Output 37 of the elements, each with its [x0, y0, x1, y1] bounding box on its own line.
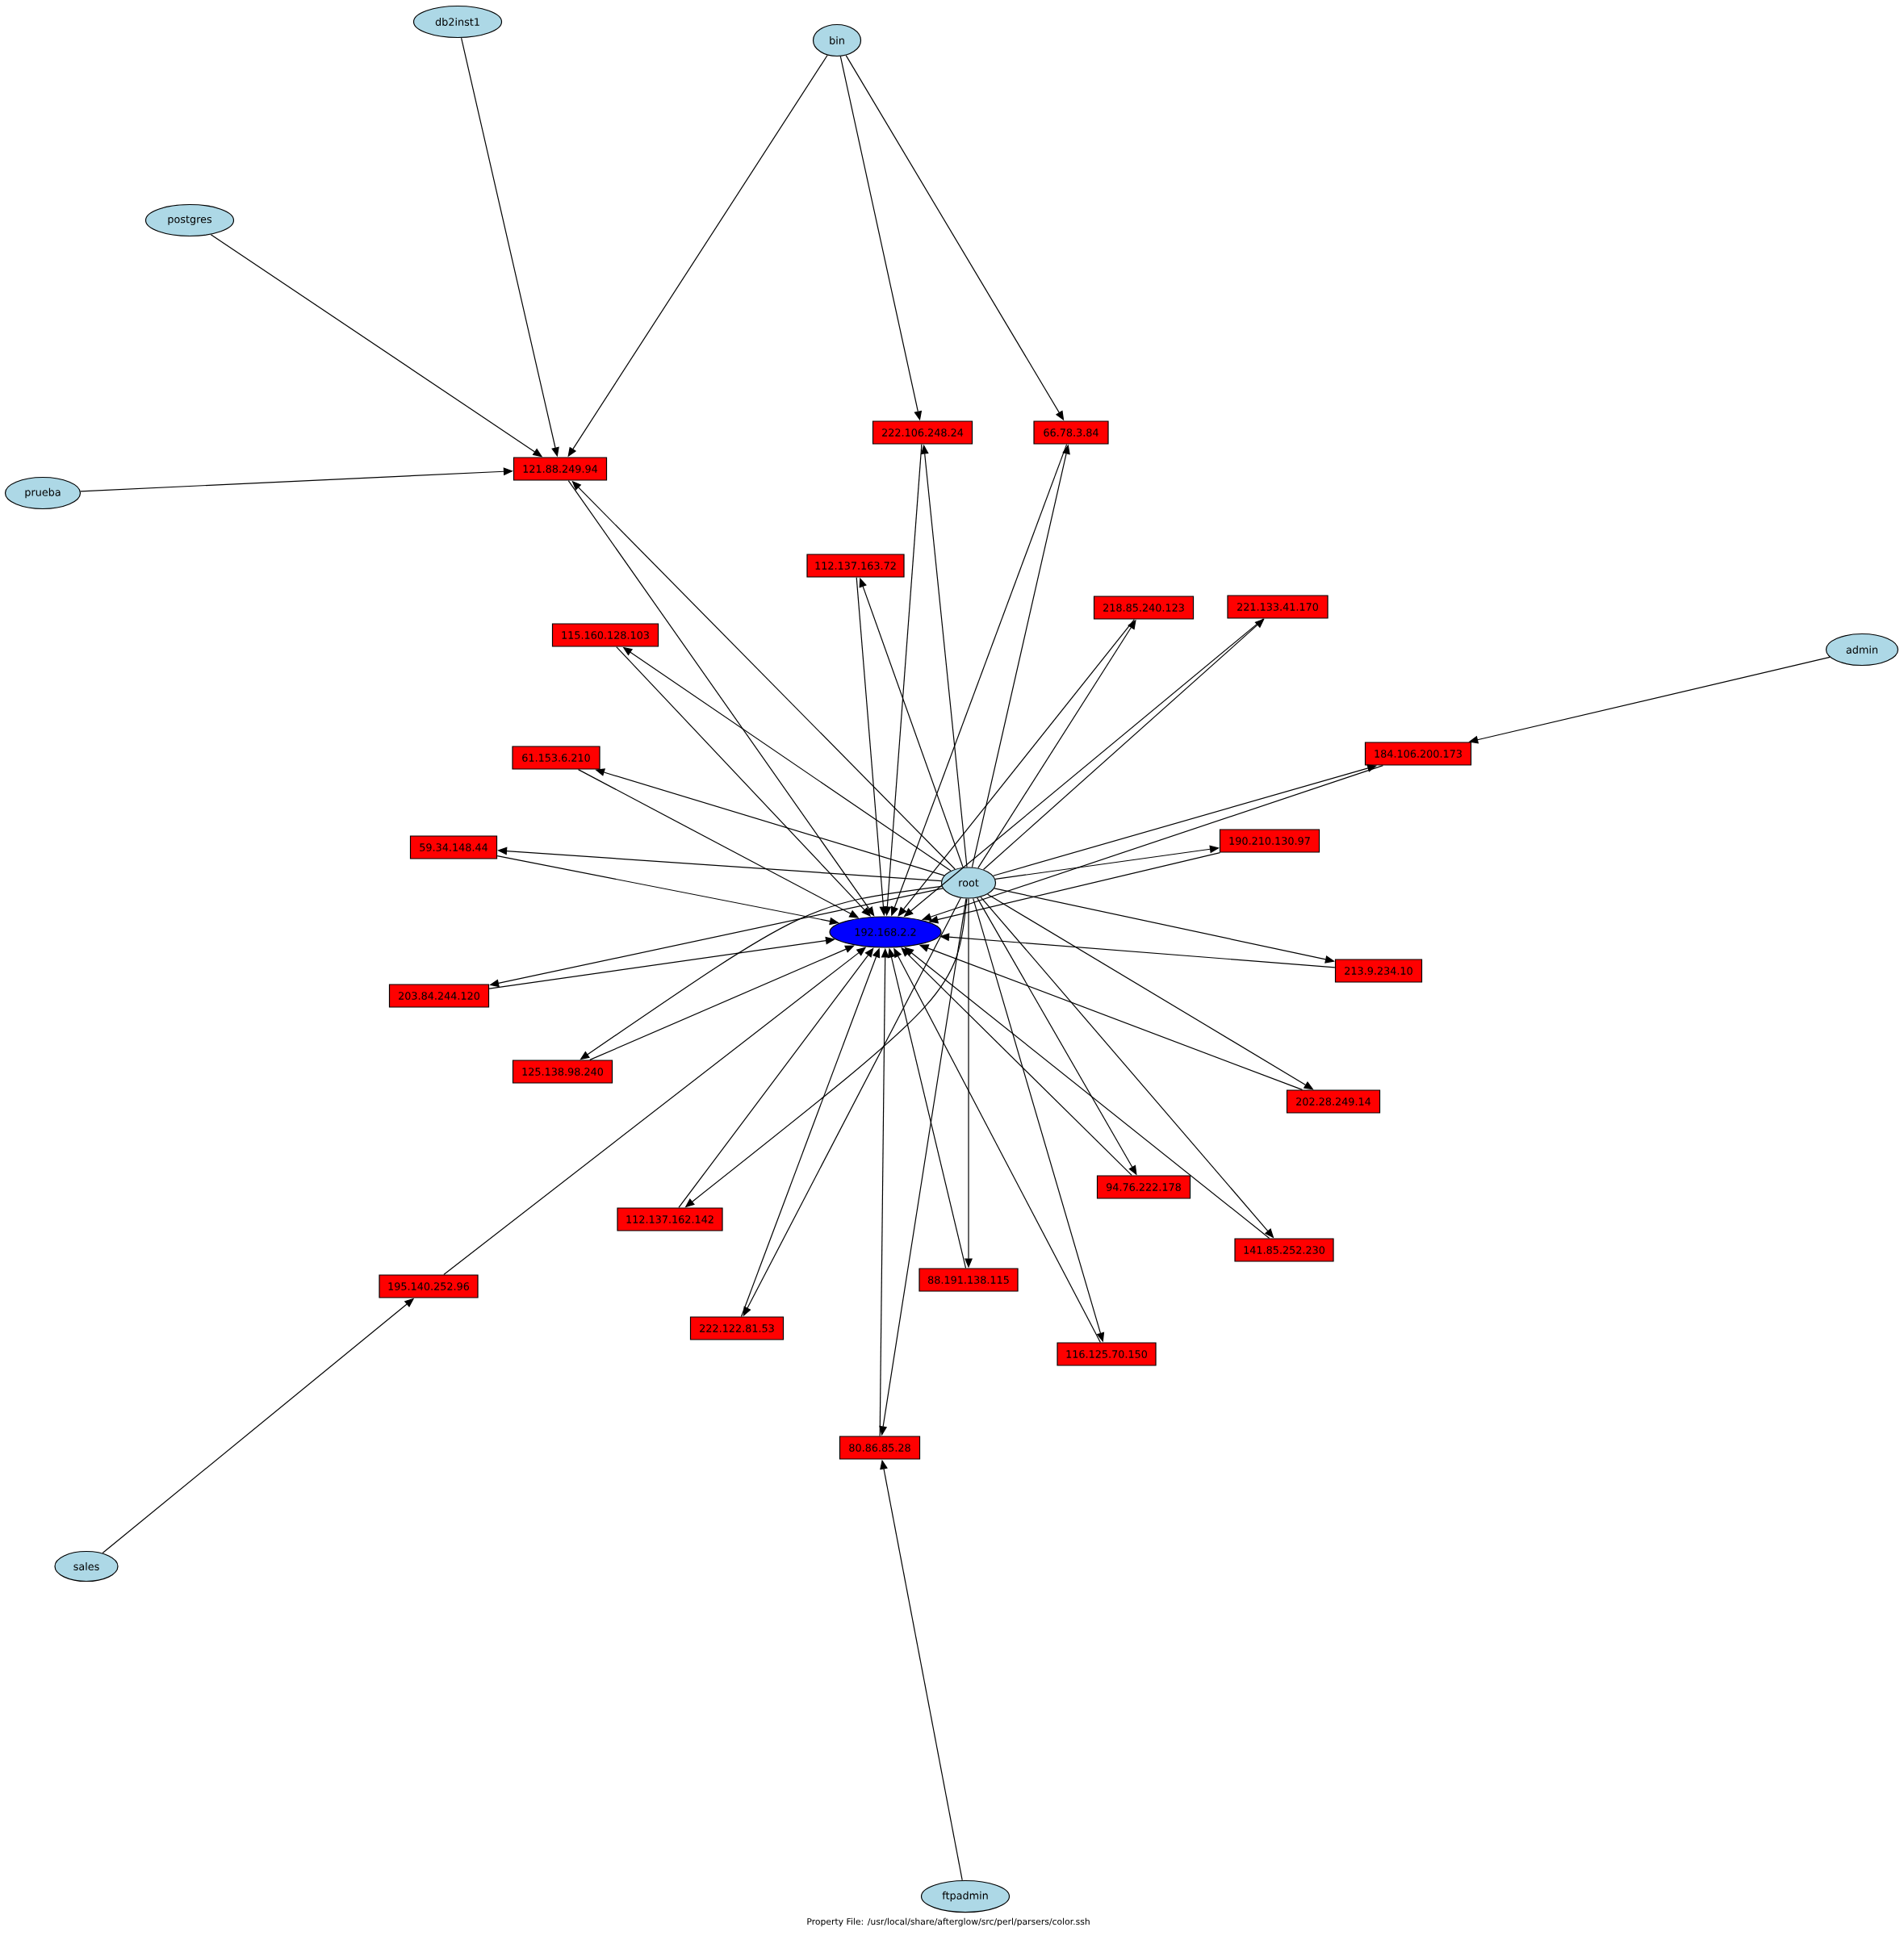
- ellipse-node: admin: [1825, 633, 1899, 667]
- address-box: 121.88.249.94: [513, 457, 608, 481]
- ellipse-node: bin: [812, 23, 862, 57]
- arrow: [567, 480, 875, 917]
- arrow: [589, 945, 855, 1060]
- address-box: 202.28.249.14: [1286, 1089, 1381, 1114]
- address-box: 213.9.234.10: [1334, 959, 1423, 983]
- address-box: 112.137.162.142: [617, 1207, 723, 1231]
- address-box: 88.191.138.115: [919, 1268, 1019, 1292]
- address-box: 112.137.163.72: [806, 554, 905, 578]
- address-box: 203.84.244.120: [388, 984, 490, 1008]
- address-box: 59.34.148.44: [409, 835, 498, 859]
- address-box: 141.85.252.230: [1234, 1238, 1334, 1262]
- address-box: 115.160.128.103: [551, 623, 659, 647]
- address-box: 184.106.200.173: [1364, 742, 1472, 766]
- arrow: [678, 947, 874, 1208]
- arrow: [898, 619, 1135, 917]
- address-box: 222.106.248.24: [872, 420, 973, 445]
- ellipse-node: sales: [54, 1550, 119, 1582]
- caption: Property File: /usr/local/share/afterglow/src/perl/parsers/color.ssh: [807, 1917, 1090, 1927]
- address-box: 125.138.98.240: [512, 1060, 613, 1084]
- address-box: 221.133.41.170: [1227, 595, 1329, 619]
- ellipse-node: root: [940, 867, 997, 899]
- ellipse-node: ftpadmin: [920, 1879, 1011, 1913]
- address-box: 190.210.130.97: [1219, 829, 1320, 853]
- address-box: 218.85.240.123: [1093, 596, 1195, 620]
- address-box: 222.122.81.53: [689, 1316, 785, 1340]
- address-box: 94.76.222.178: [1096, 1175, 1191, 1199]
- arrow: [904, 947, 1270, 1239]
- address-box: 80.86.85.28: [839, 1436, 921, 1460]
- address-box: 66.78.3.84: [1033, 420, 1109, 445]
- address-box: 195.140.252.96: [379, 1274, 479, 1298]
- address-box: 116.125.70.150: [1057, 1342, 1157, 1366]
- ellipse-node: postgres: [144, 203, 235, 237]
- ellipse-node: prueba: [4, 476, 82, 510]
- ellipse-node: db2inst1: [412, 5, 503, 39]
- address-box: 61.153.6.210: [512, 746, 600, 770]
